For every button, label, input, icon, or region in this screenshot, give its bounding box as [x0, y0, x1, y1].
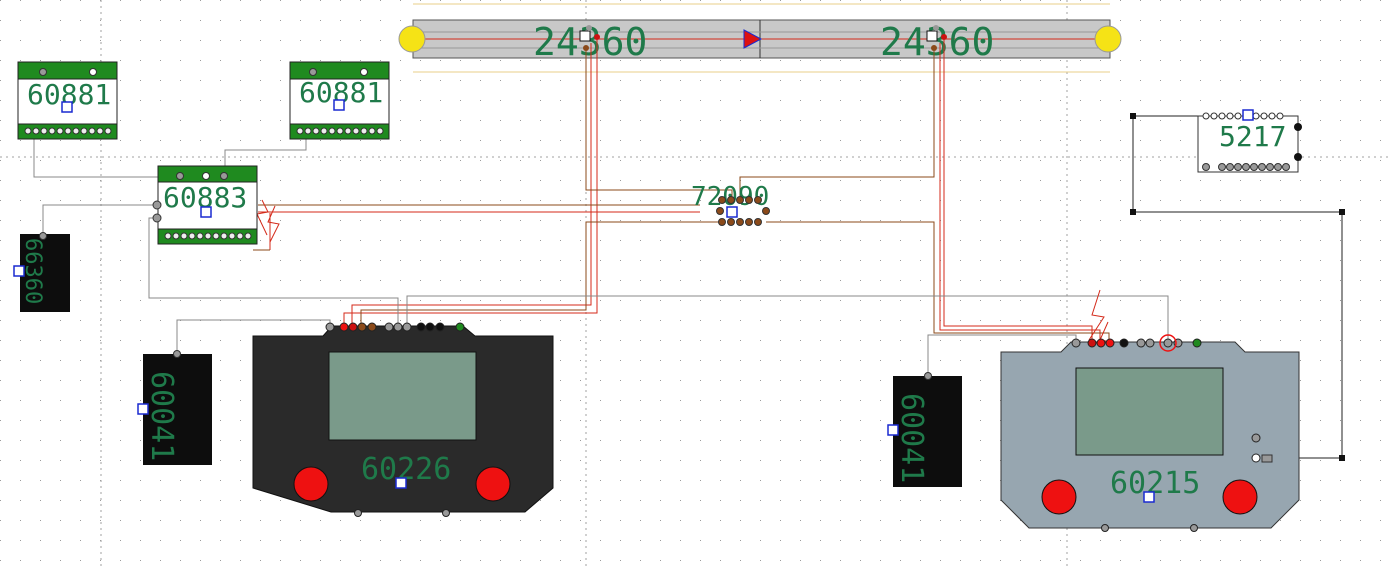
- track-assembly[interactable]: 24360 24360: [398, 3, 1122, 73]
- end-stop-right: [1094, 25, 1122, 53]
- selection-marker[interactable]: [395, 477, 407, 489]
- decoder-left-label: 60041: [144, 371, 179, 461]
- highlight-ring: [1159, 334, 1177, 352]
- selection-marker[interactable]: [200, 206, 212, 218]
- selection-marker[interactable]: [887, 424, 899, 436]
- controller-left-knob-1[interactable]: [293, 466, 329, 502]
- hub-72090[interactable]: 72090: [691, 182, 770, 226]
- selection-marker[interactable]: [13, 265, 25, 277]
- panel-5217[interactable]: 5217: [1130, 109, 1345, 461]
- box-66360[interactable]: 66360: [13, 232, 70, 313]
- selection-marker[interactable]: [1242, 109, 1254, 121]
- module-60881-a[interactable]: 60881: [17, 61, 118, 140]
- selection-marker[interactable]: [333, 99, 345, 111]
- selection-marker[interactable]: [137, 403, 149, 415]
- controller-left-screen: [328, 351, 477, 441]
- controller-right-screen: [1075, 367, 1224, 456]
- controller-right-label: 60215: [1110, 466, 1200, 501]
- controller-right-knob-1[interactable]: [1041, 479, 1077, 515]
- decoder-60041-right[interactable]: 60041: [887, 372, 962, 488]
- panel-5217-label: 5217: [1219, 120, 1286, 153]
- module-60883[interactable]: 60883: [152, 165, 258, 245]
- controller-right-knob-2[interactable]: [1222, 479, 1258, 515]
- direction-arrow-icon: [743, 29, 763, 49]
- controller-60215[interactable]: 60215: [1000, 334, 1300, 532]
- selection-marker[interactable]: [1143, 491, 1155, 503]
- signal-flash-marks: [256, 199, 1113, 363]
- controller-left-knob-2[interactable]: [475, 466, 511, 502]
- selection-marker[interactable]: [61, 101, 73, 113]
- module-60881-b[interactable]: 60881: [289, 61, 390, 140]
- sensor-right[interactable]: [926, 30, 938, 42]
- controller-60226[interactable]: 60226: [252, 322, 554, 517]
- decoder-60041-left[interactable]: 60041: [137, 350, 212, 466]
- sensor-left[interactable]: [579, 30, 591, 42]
- decoder-right-label: 60041: [894, 393, 929, 483]
- end-stop-left: [398, 25, 426, 53]
- selection-marker[interactable]: [726, 206, 738, 218]
